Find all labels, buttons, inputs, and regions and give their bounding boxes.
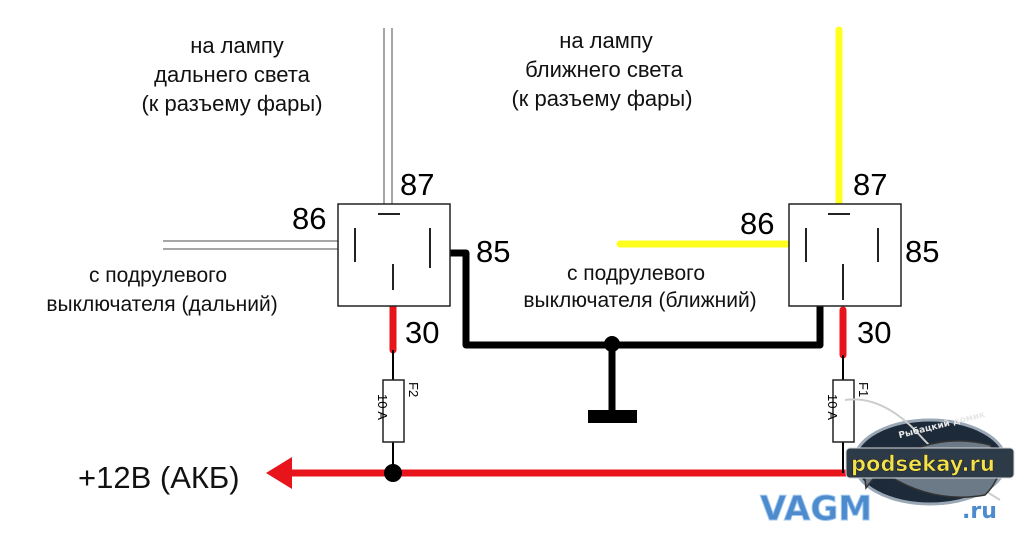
relay-right-pin-87: 87 xyxy=(853,167,887,202)
relay-left-pin-85: 85 xyxy=(476,234,510,269)
fuse-left-body xyxy=(382,379,405,443)
watermark-brand-suffix: .ru xyxy=(962,499,997,524)
ground-junction-dot xyxy=(604,336,620,352)
low-beam-lamp-label: на лампу ближнего света (к разъему фары) xyxy=(511,28,692,111)
low-switch-label-line-2: выключателя (ближний) xyxy=(523,289,756,312)
relay-right-pin-86: 86 xyxy=(740,206,774,241)
high-beam-lamp-label-line-3: (к разъему фары) xyxy=(141,91,322,116)
fuse-right-body xyxy=(832,379,855,443)
fuse-right-name: F1 xyxy=(856,382,871,397)
watermark: VAGM .ru podsekay.ru Рыбацкий домик xyxy=(760,398,1015,530)
ground-symbol xyxy=(588,410,637,423)
relay-left-pin-30: 30 xyxy=(405,315,439,350)
relay-right: 86 87 85 30 xyxy=(740,167,939,350)
fuse-right: 10 A F1 xyxy=(825,379,871,443)
power-wire-network xyxy=(266,296,870,489)
low-switch-label: с подрулевого выключателя (ближний) xyxy=(523,262,756,312)
high-beam-lamp-label: на лампу дальнего света (к разъему фары) xyxy=(141,33,322,116)
low-beam-lamp-label-line-1: на лампу xyxy=(559,28,653,53)
relay-right-pin-85: 85 xyxy=(905,234,939,269)
high-switch-label-line-2: выключателя (дальний) xyxy=(46,293,277,316)
high-beam-lamp-label-line-1: на лампу xyxy=(190,33,284,58)
relay-left-pin-86: 86 xyxy=(292,201,326,236)
watermark-site: podsekay.ru xyxy=(851,452,995,476)
power-junction-dot xyxy=(384,464,402,482)
relay-left-pin-87: 87 xyxy=(400,167,434,202)
watermark-site-plate xyxy=(845,447,1015,479)
fuse-left-name: F2 xyxy=(406,382,421,397)
low-beam-lamp-label-line-2: ближнего света xyxy=(525,57,684,82)
relay-right-body xyxy=(788,203,902,307)
fuse-right-rating: 10 A xyxy=(825,394,840,420)
high-switch-label: с подрулевого выключателя (дальний) xyxy=(46,264,277,316)
low-beam-lamp-label-line-3: (к разъему фары) xyxy=(511,86,692,111)
relay-right-pin-30: 30 xyxy=(857,315,891,350)
fuse-left: 10 A F2 xyxy=(375,379,421,443)
low-switch-label-line-1: с подрулевого xyxy=(567,262,705,285)
relay-left: 86 87 85 30 xyxy=(292,167,510,350)
battery-label: +12В (АКБ) xyxy=(78,460,240,495)
high-beam-wires xyxy=(163,28,393,250)
battery-arrow-head xyxy=(266,457,292,489)
high-switch-label-line-1: с подрулевого xyxy=(89,264,227,287)
low-beam-wires xyxy=(616,26,843,248)
fuse-left-rating: 10 A xyxy=(375,394,390,420)
watermark-brand: VAGM xyxy=(760,489,872,529)
high-beam-lamp-label-line-2: дальнего света xyxy=(154,62,310,87)
